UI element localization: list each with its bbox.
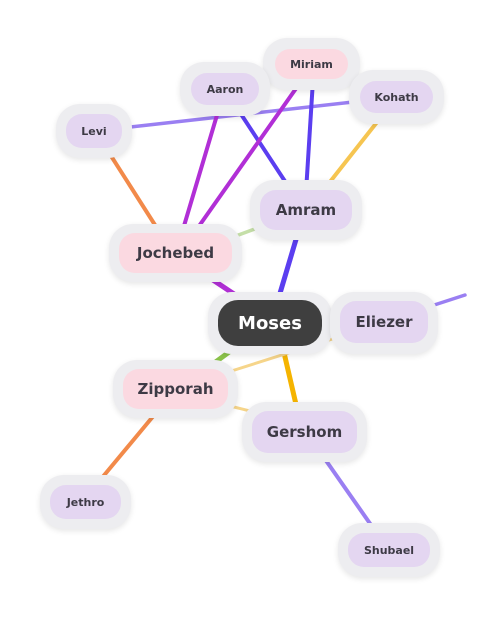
node-label-aaron: Aaron: [206, 82, 244, 96]
node-moses[interactable]: Moses: [218, 300, 322, 346]
node-label-moses: Moses: [238, 312, 302, 334]
node-label-gershom: Gershom: [266, 423, 343, 441]
edge-gershom-shubael: [318, 450, 380, 537]
node-label-eliezer: Eliezer: [355, 313, 413, 331]
node-kohath[interactable]: Kohath: [360, 81, 433, 113]
edge-miriam-amram: [304, 78, 315, 194]
node-miriam[interactable]: Miriam: [275, 49, 348, 79]
node-amram[interactable]: Amram: [260, 190, 352, 230]
node-label-kohath: Kohath: [374, 90, 419, 104]
node-aaron[interactable]: Aaron: [191, 73, 259, 105]
edge-aaron-amram: [233, 103, 294, 194]
node-jochebed[interactable]: Jochebed: [119, 233, 232, 273]
node-label-shubael: Shubael: [363, 543, 415, 557]
edge-miriam-jochebed: [190, 78, 304, 238]
edge-levi-jochebed: [104, 146, 164, 238]
node-jethro[interactable]: Jethro: [50, 485, 121, 519]
node-label-miriam: Miriam: [290, 57, 333, 71]
node-levi[interactable]: Levi: [66, 114, 122, 148]
node-label-jethro: Jethro: [66, 495, 105, 509]
node-label-amram: Amram: [275, 201, 337, 219]
node-shubael[interactable]: Shubael: [348, 533, 430, 567]
node-label-levi: Levi: [81, 124, 107, 138]
edge-kohath-amram: [320, 110, 387, 194]
node-label-jochebed: Jochebed: [136, 244, 215, 262]
edge-zipporah-jethro: [94, 406, 162, 487]
node-label-zipporah: Zipporah: [137, 380, 214, 398]
node-gershom[interactable]: Gershom: [252, 411, 357, 453]
edge-aaron-jochebed: [179, 103, 222, 238]
node-zipporah[interactable]: Zipporah: [123, 369, 228, 409]
node-eliezer[interactable]: Eliezer: [340, 301, 428, 343]
